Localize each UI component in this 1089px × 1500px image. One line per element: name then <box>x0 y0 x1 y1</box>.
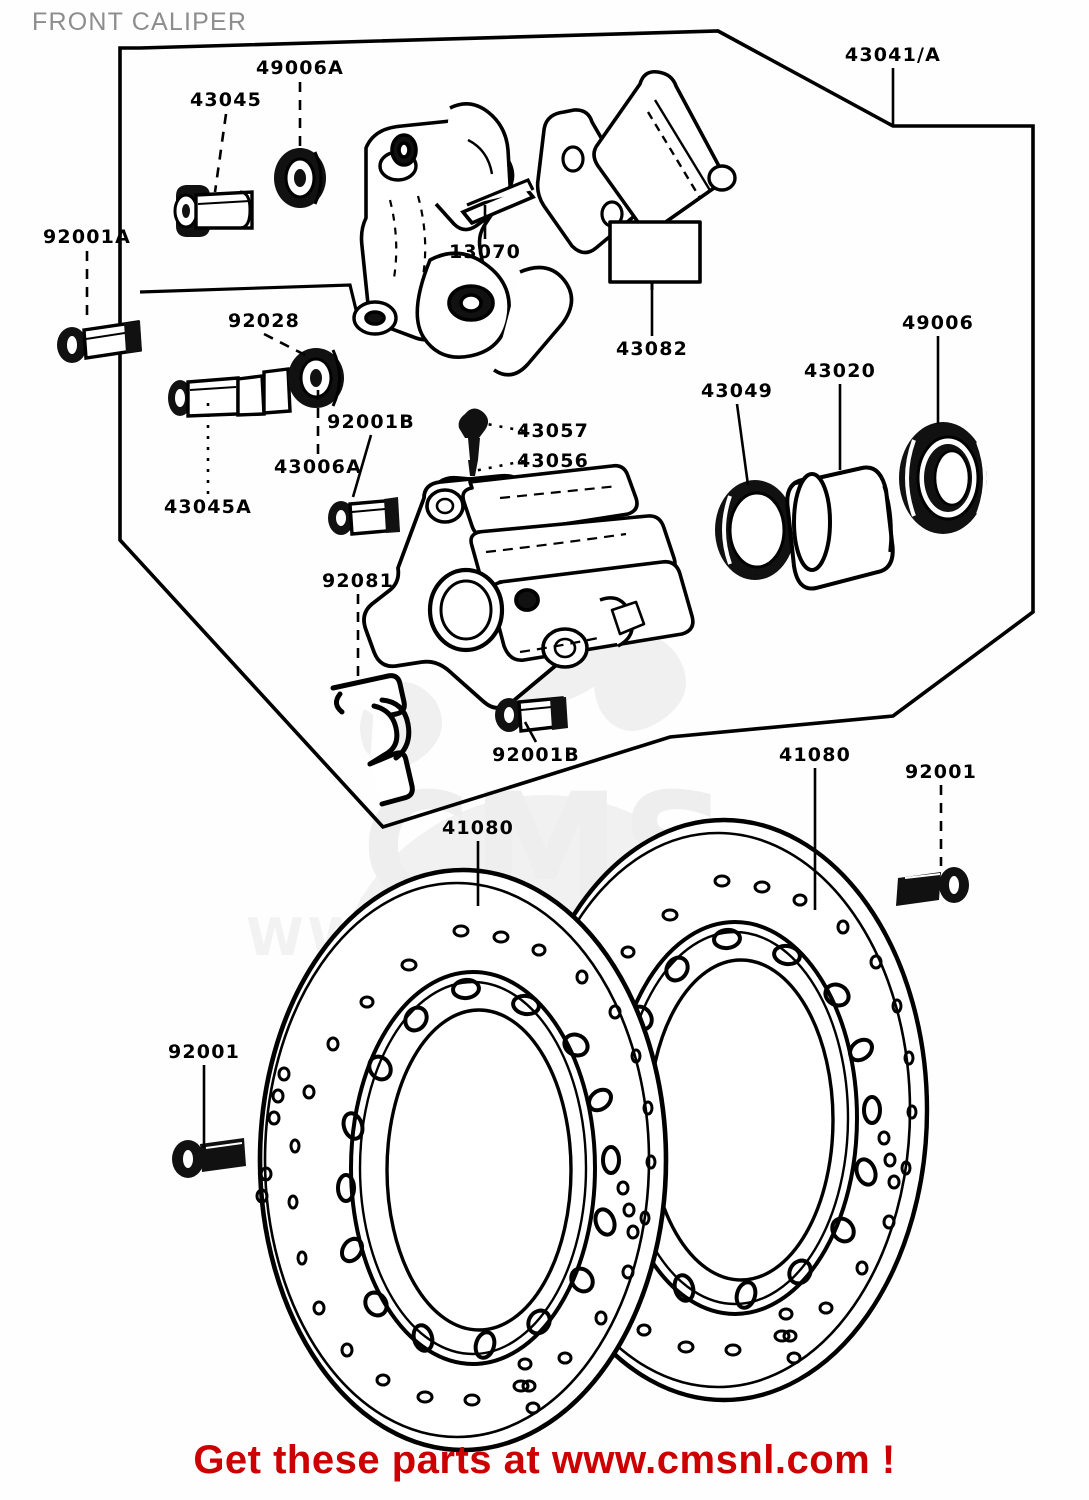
part-49006-dust-seal <box>899 422 987 534</box>
part-43006A-caliper-holder <box>352 102 574 377</box>
part-92001-bolt-lower-left <box>172 1138 246 1178</box>
part-41080-brake-disc-front <box>255 867 669 1453</box>
leader-line-92001b <box>351 434 373 498</box>
part-number-label[interactable]: 49006 <box>901 312 975 334</box>
part-number-label[interactable]: 43049 <box>700 380 774 402</box>
group-inner-divider <box>118 283 398 829</box>
part-92001B-bolt-lower <box>495 696 568 733</box>
part-92028-bushing <box>288 348 344 408</box>
part-number-label[interactable]: 43057 <box>516 420 590 442</box>
leader-line-43049 <box>735 403 750 486</box>
part-number-label[interactable]: 13070 <box>448 241 522 263</box>
page-title: FRONT CALIPER <box>32 8 248 36</box>
part-number-label[interactable]: 41080 <box>778 744 852 766</box>
part-92081-pad-spring <box>330 673 415 807</box>
part-number-label[interactable]: 43020 <box>803 360 877 382</box>
part-number-label[interactable]: 92001B <box>327 411 415 433</box>
part-number-label[interactable]: 43082 <box>615 338 689 360</box>
part-43082-brake-pads <box>535 69 737 290</box>
part-13070-pad-guide <box>460 177 536 226</box>
leader-line-92028 <box>263 332 308 358</box>
part-92001B-bolt-mid <box>328 497 400 536</box>
part-number-label[interactable]: 92001A <box>42 226 132 248</box>
footer-cta[interactable]: Get these parts at www.cmsnl.com ! <box>193 1438 896 1482</box>
leader-line-92001b <box>523 721 538 743</box>
part-number-label[interactable]: 43006A <box>273 456 363 478</box>
part-number-label[interactable]: 43045 <box>189 89 263 111</box>
group-boundary-polygon <box>118 29 1035 830</box>
part-number-label[interactable]: 41080 <box>441 817 515 839</box>
part-49006A-boot <box>274 148 326 208</box>
part-43045-shaft <box>173 185 254 237</box>
part-number-label[interactable]: 49006A <box>255 57 345 79</box>
part-92001-bolt-right <box>896 867 969 906</box>
part-43020-piston <box>785 465 895 591</box>
part-43045A-shaft <box>168 367 292 418</box>
leader-line-43045 <box>213 113 228 193</box>
part-number-label[interactable]: 43045A <box>163 496 253 518</box>
part-43056-caliper-body <box>362 463 695 710</box>
part-number-label[interactable]: 92028 <box>227 310 301 332</box>
part-number-label[interactable]: 92001 <box>904 761 978 783</box>
part-number-label[interactable]: 43041/A <box>844 44 942 66</box>
part-number-label[interactable]: 92001 <box>167 1041 241 1063</box>
part-number-label[interactable]: 92081 <box>321 570 395 592</box>
part-43049-piston-seal <box>715 480 795 580</box>
part-92001A-bolt <box>57 320 142 363</box>
part-number-label[interactable]: 43056 <box>516 450 590 472</box>
part-number-label[interactable]: 92001B <box>492 744 580 766</box>
part-43057-bleed-cap <box>458 408 489 476</box>
callout-leader-lines <box>85 68 943 1148</box>
